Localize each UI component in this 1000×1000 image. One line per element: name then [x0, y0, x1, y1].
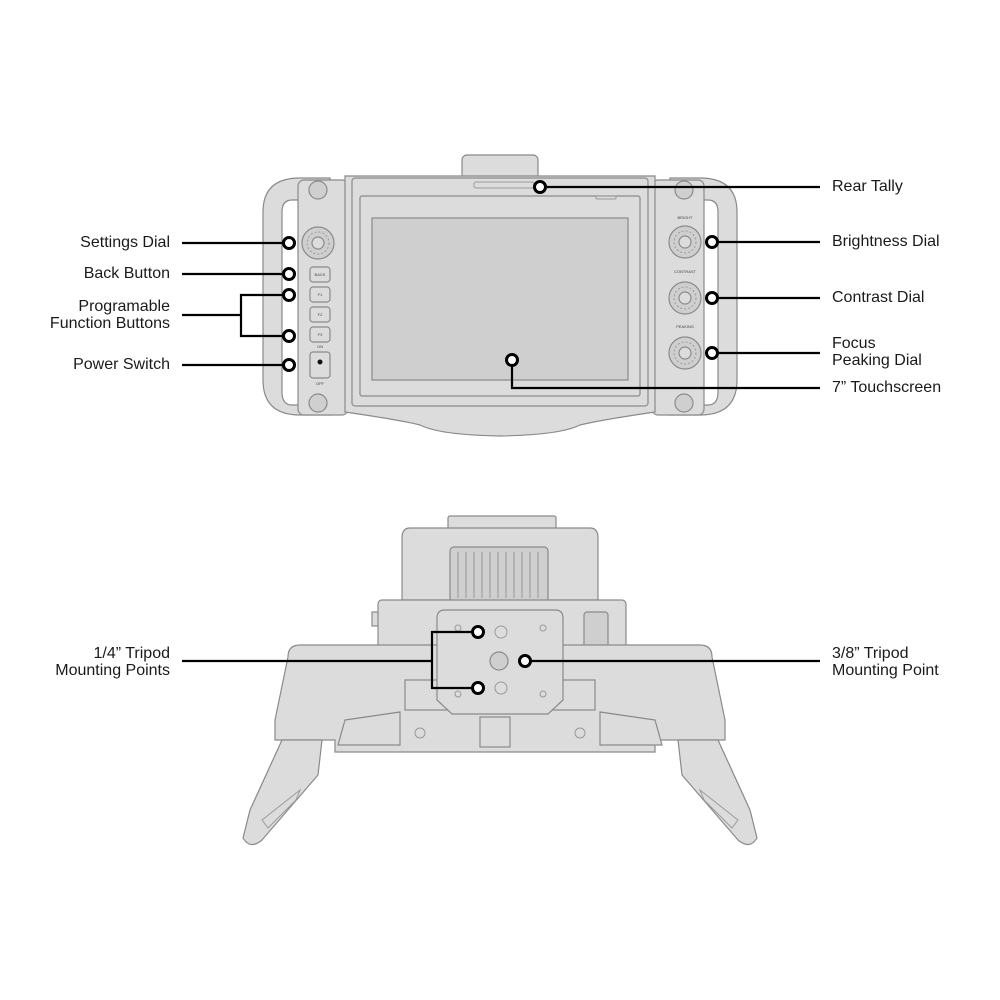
callout-dots	[282, 180, 719, 695]
label-back-button: Back Button	[83, 265, 170, 282]
bright-label: BRIGHT	[677, 215, 693, 220]
left-leg	[242, 739, 323, 846]
label-brightness-dial: Brightness Dial	[832, 233, 940, 250]
settings-dial-marker	[282, 236, 296, 250]
label-quarter-tripod-line2: Mounting Points	[55, 662, 170, 679]
callout-lines	[182, 185, 820, 690]
peaking-dial-marker	[705, 346, 719, 360]
svg-text:BACK: BACK	[315, 272, 326, 277]
f2-button[interactable]: F2	[309, 306, 331, 323]
quarter-mount-marker-top	[471, 625, 485, 639]
f1-button[interactable]: F1	[309, 286, 331, 303]
label-function-buttons-line2: Function Buttons	[49, 315, 170, 332]
peaking-label: PEAKING	[676, 324, 694, 329]
svg-text:F2: F2	[318, 312, 323, 317]
on-label: ON	[317, 344, 323, 349]
contrast-dial-marker	[705, 291, 719, 305]
base-connector	[479, 716, 511, 748]
front-monitor: BACK F1 F2 F3 ON OFF BRIGHT CONTRAST PEA…	[262, 154, 738, 437]
label-function-buttons: Programable Function Buttons	[50, 298, 170, 332]
heatsink	[449, 546, 549, 603]
label-three-eighths-tripod: 3/8” Tripod Mounting Point	[832, 645, 939, 679]
touchscreen-marker	[505, 353, 519, 367]
label-power-switch: Power Switch	[73, 356, 170, 373]
svg-text:F3: F3	[318, 332, 323, 337]
f3-button[interactable]: F3	[309, 326, 331, 343]
focus-peaking-dial[interactable]	[668, 336, 702, 370]
rear-tally-marker	[533, 180, 547, 194]
label-three-eighths-line2: Mounting Point	[832, 662, 939, 679]
label-focus-peaking-line1: Focus	[832, 335, 876, 352]
label-three-eighths-line1: 3/8” Tripod	[832, 645, 909, 662]
label-contrast-dial: Contrast Dial	[832, 289, 925, 306]
touchscreen[interactable]	[371, 217, 629, 381]
brightness-dial-marker	[705, 235, 719, 249]
label-touchscreen: 7” Touchscreen	[832, 379, 942, 396]
back-button[interactable]: BACK	[309, 266, 331, 283]
power-switch[interactable]	[309, 351, 331, 379]
f3-marker	[282, 329, 296, 343]
label-quarter-tripod-line1: 1/4” Tripod	[93, 645, 170, 662]
brightness-dial[interactable]	[668, 225, 702, 259]
bottom-monitor	[242, 515, 758, 846]
label-settings-dial: Settings Dial	[80, 234, 170, 251]
power-switch-marker	[282, 358, 296, 372]
settings-dial[interactable]	[301, 226, 335, 260]
label-function-buttons-line1: Programable	[78, 298, 170, 315]
label-focus-peaking-dial: Focus Peaking Dial	[832, 335, 922, 369]
contrast-dial[interactable]	[668, 281, 702, 315]
label-rear-tally: Rear Tally	[832, 178, 903, 195]
three-eighths-mount-marker	[518, 654, 532, 668]
svg-text:F1: F1	[318, 292, 323, 297]
f1-marker	[282, 288, 296, 302]
right-leg	[677, 739, 758, 846]
three-eighths-mount	[489, 651, 509, 671]
back-button-marker	[282, 267, 296, 281]
off-label: OFF	[316, 381, 325, 386]
contrast-label: CONTRAST	[674, 269, 697, 274]
quarter-mount-marker-bottom	[471, 681, 485, 695]
label-focus-peaking-line2: Peaking Dial	[832, 352, 922, 369]
label-quarter-tripod: 1/4” Tripod Mounting Points	[55, 645, 170, 679]
